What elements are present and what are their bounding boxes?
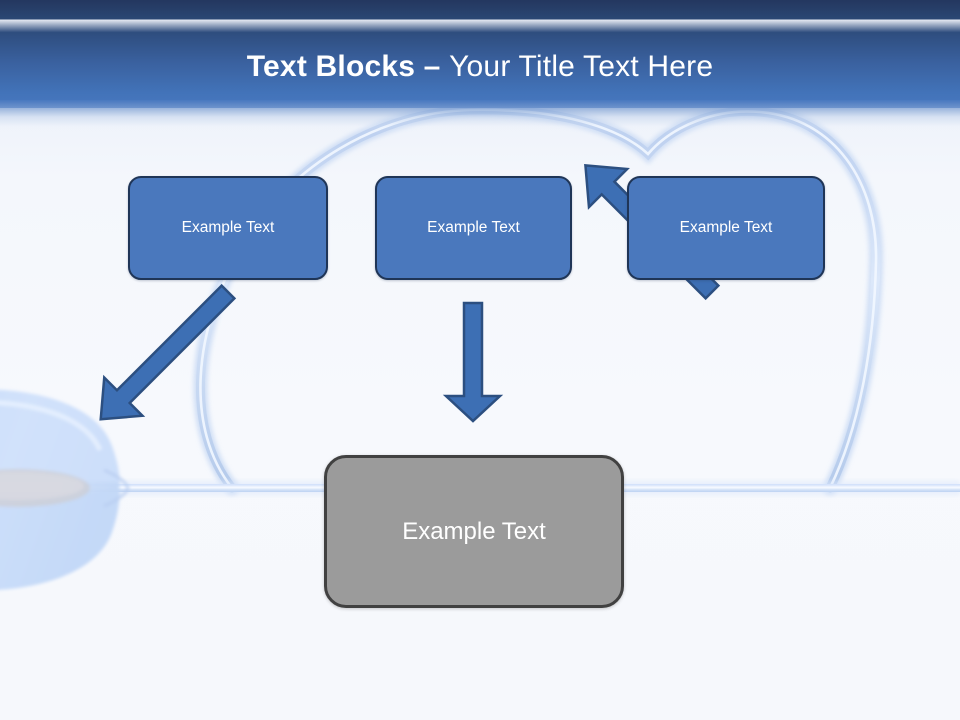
text-block-3-label: Example Text	[679, 219, 773, 236]
page-title-rest: Your Title Text Here	[449, 50, 714, 83]
arrow-middle-vertical	[442, 301, 504, 423]
text-block-result-label: Example Text	[402, 517, 546, 545]
text-block-2[interactable]: Example Text	[375, 176, 572, 280]
page-title: Text Blocks – Your Title Text Here	[0, 50, 960, 84]
header-fade	[0, 100, 960, 134]
text-block-result[interactable]: Example Text	[324, 455, 624, 608]
title-header-band	[0, 0, 960, 108]
text-block-1[interactable]: Example Text	[128, 176, 328, 280]
page-title-dash: –	[415, 50, 450, 83]
page-title-bold: Text Blocks	[246, 50, 416, 83]
arrow-left-diagonal	[99, 283, 237, 421]
text-block-1-label: Example Text	[181, 219, 275, 236]
text-block-3[interactable]: Example Text	[627, 176, 825, 280]
text-block-2-label: Example Text	[427, 219, 520, 236]
